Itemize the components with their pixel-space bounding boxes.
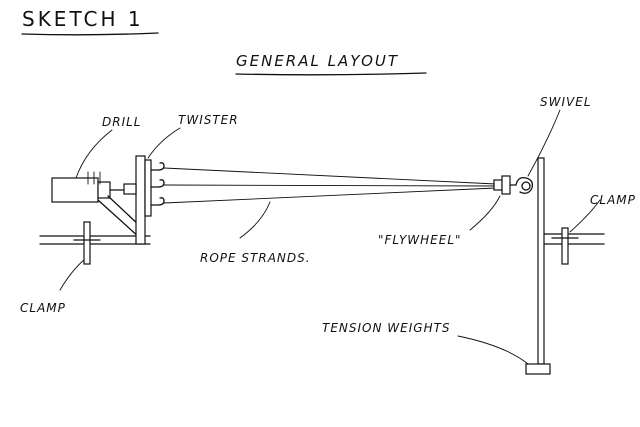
- drill: [51, 171, 125, 203]
- flywheel: [493, 175, 517, 195]
- left-bench: [39, 235, 151, 245]
- drill-bracket: [97, 195, 141, 245]
- tension-weight: [525, 363, 551, 375]
- drill-label: DRILL: [102, 115, 142, 129]
- sketch-subtitle: GENERAL LAYOUT: [236, 52, 399, 70]
- twister-hooks: [150, 162, 165, 206]
- twister-label: TWISTER: [178, 113, 239, 127]
- subtitle-underline: [235, 72, 427, 76]
- rope-strands-label: ROPE STRANDS.: [200, 251, 311, 265]
- sketch-title: SKETCH 1: [22, 7, 144, 31]
- title-underline: [21, 32, 159, 36]
- left-clamp: [73, 221, 101, 265]
- right-clamp: [551, 227, 579, 265]
- twister: [123, 155, 152, 245]
- swivel: [515, 177, 534, 194]
- flywheel-label: "FLYWHEEL": [378, 233, 462, 247]
- clamp-left-label: CLAMP: [20, 301, 66, 315]
- clamp-right-label: CLAMP: [590, 193, 636, 207]
- right-frame: [537, 157, 605, 365]
- leader-lines: [59, 109, 601, 365]
- rope-strands: [163, 167, 497, 204]
- swivel-label: SWIVEL: [540, 95, 592, 109]
- tension-weights-label: TENSION WEIGHTS: [322, 321, 451, 335]
